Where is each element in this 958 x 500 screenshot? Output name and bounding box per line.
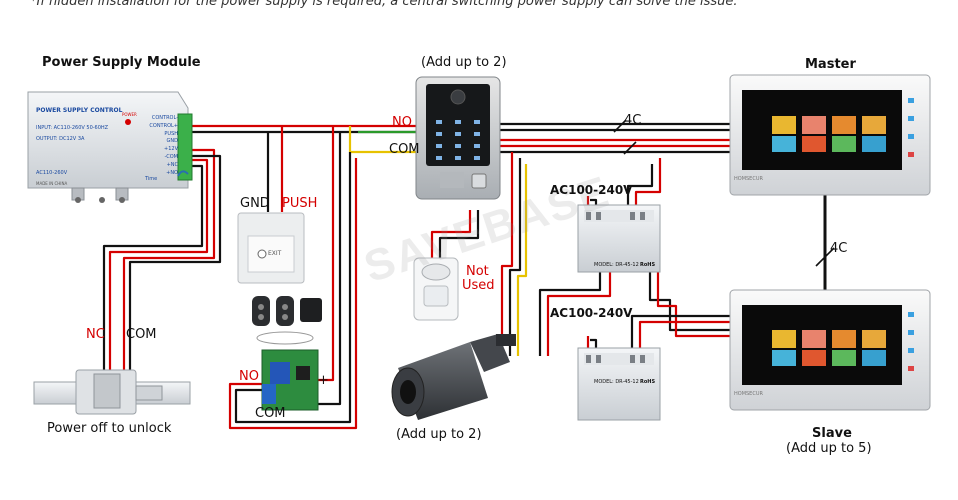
psu-top-label: AC100-240V: [550, 183, 633, 197]
door-station-caption: (Add up to 2): [421, 55, 507, 70]
psu-device-title: POWER SUPPLY CONTROL: [36, 107, 123, 114]
slave-brand: HOMSECUR: [734, 391, 763, 397]
slave-sub-label: (Add up to 5): [786, 441, 872, 456]
slave-label: Slave: [812, 426, 852, 441]
cable-4c-vertical: 4C: [830, 241, 848, 256]
psu-terminal: GND: [166, 138, 178, 145]
relay-no-label: NO: [239, 369, 259, 384]
relay-plus-label: +: [318, 373, 329, 388]
psu-top-rohs: RoHS: [640, 262, 656, 268]
door-com-label: COM: [389, 142, 420, 157]
din-psu-top: [577, 204, 661, 273]
top-note: *If hidden installation for the power su…: [30, 0, 738, 9]
not-used-line-2: Used: [462, 278, 495, 293]
door-no-label: NO: [392, 115, 412, 130]
camera-not-used-label: Not Used: [462, 264, 495, 293]
psu-terminal-labels: CONTROL- CONTROL+ PUSH GND +12V -COM +NC…: [146, 115, 178, 177]
camera-caption: (Add up to 2): [396, 427, 482, 442]
exit-push-label: PUSH: [282, 196, 318, 211]
psu-output: OUTPUT: DC12V 3A: [36, 136, 85, 142]
not-used-line-1: Not: [466, 264, 489, 279]
psu-time-label: Time: [145, 176, 158, 182]
psu-power-led-label: POWER: [122, 112, 137, 117]
master-monitor: [729, 74, 931, 196]
exit-button-device: [237, 212, 305, 284]
psu-terminal: CONTROL-: [151, 115, 178, 121]
exit-gnd-label: GND: [240, 196, 270, 211]
power-supply-heading: Power Supply Module: [42, 55, 201, 70]
master-brand: HOMSECUR: [734, 176, 763, 182]
psu-terminal: -COM: [164, 153, 178, 160]
exit-face-text: EXIT: [268, 250, 282, 257]
cable-markers: [613, 119, 835, 267]
power-supply-module: [27, 91, 193, 203]
psu-bottom-rohs: RoHS: [640, 379, 656, 385]
psu-bottom-model: MODEL: DR-45-12: [594, 379, 639, 385]
electric-lock: [33, 369, 191, 415]
relay-com-label: COM: [255, 406, 286, 421]
psu-terminal: CONTROL+: [149, 122, 178, 129]
relay-board: [261, 349, 319, 411]
psu-terminal: +NO: [166, 169, 178, 176]
psu-top-model: MODEL: DR-45-12: [594, 262, 639, 268]
relay-minus-label: -: [318, 397, 323, 412]
psu-terminal: +12V: [164, 146, 178, 153]
slave-monitor: [729, 289, 931, 411]
lock-nc-label: NC: [86, 327, 105, 342]
lock-com-label: COM: [126, 327, 157, 342]
din-psu-bottom: [577, 347, 661, 421]
psu-bottom-label: AC100-240V: [550, 306, 633, 320]
remote-controls: [252, 296, 322, 345]
psu-made-in: MADE IN CHINA: [36, 181, 68, 186]
pir-sensor: [413, 257, 459, 321]
wires: [102, 122, 827, 430]
bullet-camera: [391, 334, 516, 420]
door-station: [415, 76, 501, 200]
cable-4c-top: 4C: [624, 113, 642, 128]
psu-ac: AC110-260V: [36, 170, 68, 176]
psu-terminal: PUSH: [164, 130, 178, 137]
psu-terminal: +NC: [166, 161, 178, 168]
psu-input: INPUT: AC110-260V 50-60HZ: [36, 125, 109, 131]
lock-caption: Power off to unlock: [47, 421, 172, 436]
master-label: Master: [805, 57, 856, 72]
